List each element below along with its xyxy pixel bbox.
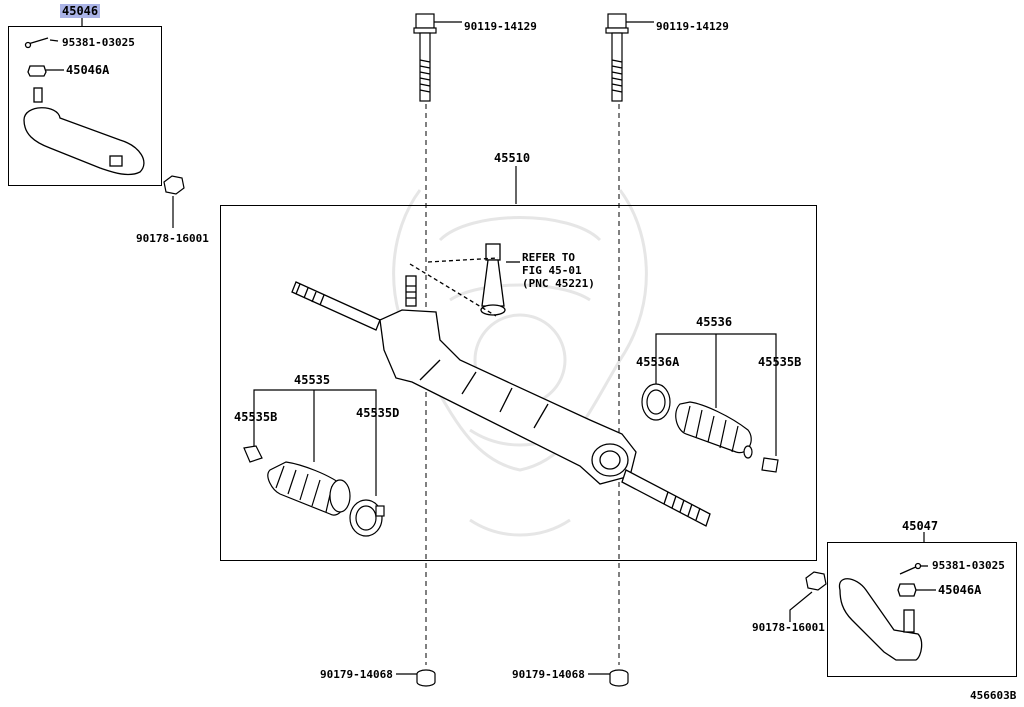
boot-left-clamp-small-label[interactable]: 45535B <box>234 410 278 424</box>
right-hub-nut-label[interactable]: 90178-16001 <box>752 621 825 634</box>
boot-right-clamp-small-label[interactable]: 45535B <box>758 355 802 369</box>
steering-rack-drawing <box>291 243 711 527</box>
bolt-right-label[interactable]: 90119-14129 <box>656 20 729 33</box>
refer-line-1: REFER TO <box>522 251 575 264</box>
right-tie-rod-end-drawing <box>838 562 936 661</box>
bolt-left-drawing <box>413 13 462 102</box>
right-cotter-pin-label[interactable]: 95381-03025 <box>932 559 1005 572</box>
left-tie-rod-end-drawing <box>23 37 145 176</box>
left-hub-nut-drawing <box>163 175 185 228</box>
refer-line-2[interactable]: FIG 45-01 <box>522 264 582 277</box>
lower-nut-left-drawing <box>396 669 436 687</box>
left-assembly-frame <box>8 26 162 186</box>
left-assembly-part-number[interactable]: 45046 <box>60 4 101 18</box>
boot-left-clamp-large-label[interactable]: 45535D <box>356 406 400 420</box>
right-assembly-part-number[interactable]: 45047 <box>902 519 939 533</box>
lower-nut-right-label[interactable]: 90179-14068 <box>512 668 585 681</box>
right-boot-set-drawing <box>641 333 779 473</box>
rack-frame <box>220 205 817 561</box>
boot-right-clamp-large-label[interactable]: 45536A <box>636 355 680 369</box>
right-nut-label[interactable]: 45046A <box>938 583 982 597</box>
right-assembly-frame <box>827 542 1017 677</box>
boot-left-set-label[interactable]: 45535 <box>294 373 331 387</box>
left-cotter-pin-label[interactable]: 95381-03025 <box>62 36 135 49</box>
lower-nut-right-drawing <box>588 669 629 687</box>
bolt-right-drawing <box>605 13 654 102</box>
left-nut-label[interactable]: 45046A <box>66 63 110 77</box>
boot-right-set-label[interactable]: 45536 <box>696 315 733 329</box>
left-boot-set-drawing <box>243 389 385 537</box>
diagram-id: 456603B <box>970 689 1017 702</box>
lower-nut-left-label[interactable]: 90179-14068 <box>320 668 393 681</box>
refer-line-3: (PNC 45221) <box>522 277 595 290</box>
right-hub-nut-drawing <box>789 571 827 622</box>
bolt-left-label[interactable]: 90119-14129 <box>464 20 537 33</box>
left-hub-nut-label[interactable]: 90178-16001 <box>136 232 209 245</box>
rack-part-number[interactable]: 45510 <box>494 151 531 165</box>
